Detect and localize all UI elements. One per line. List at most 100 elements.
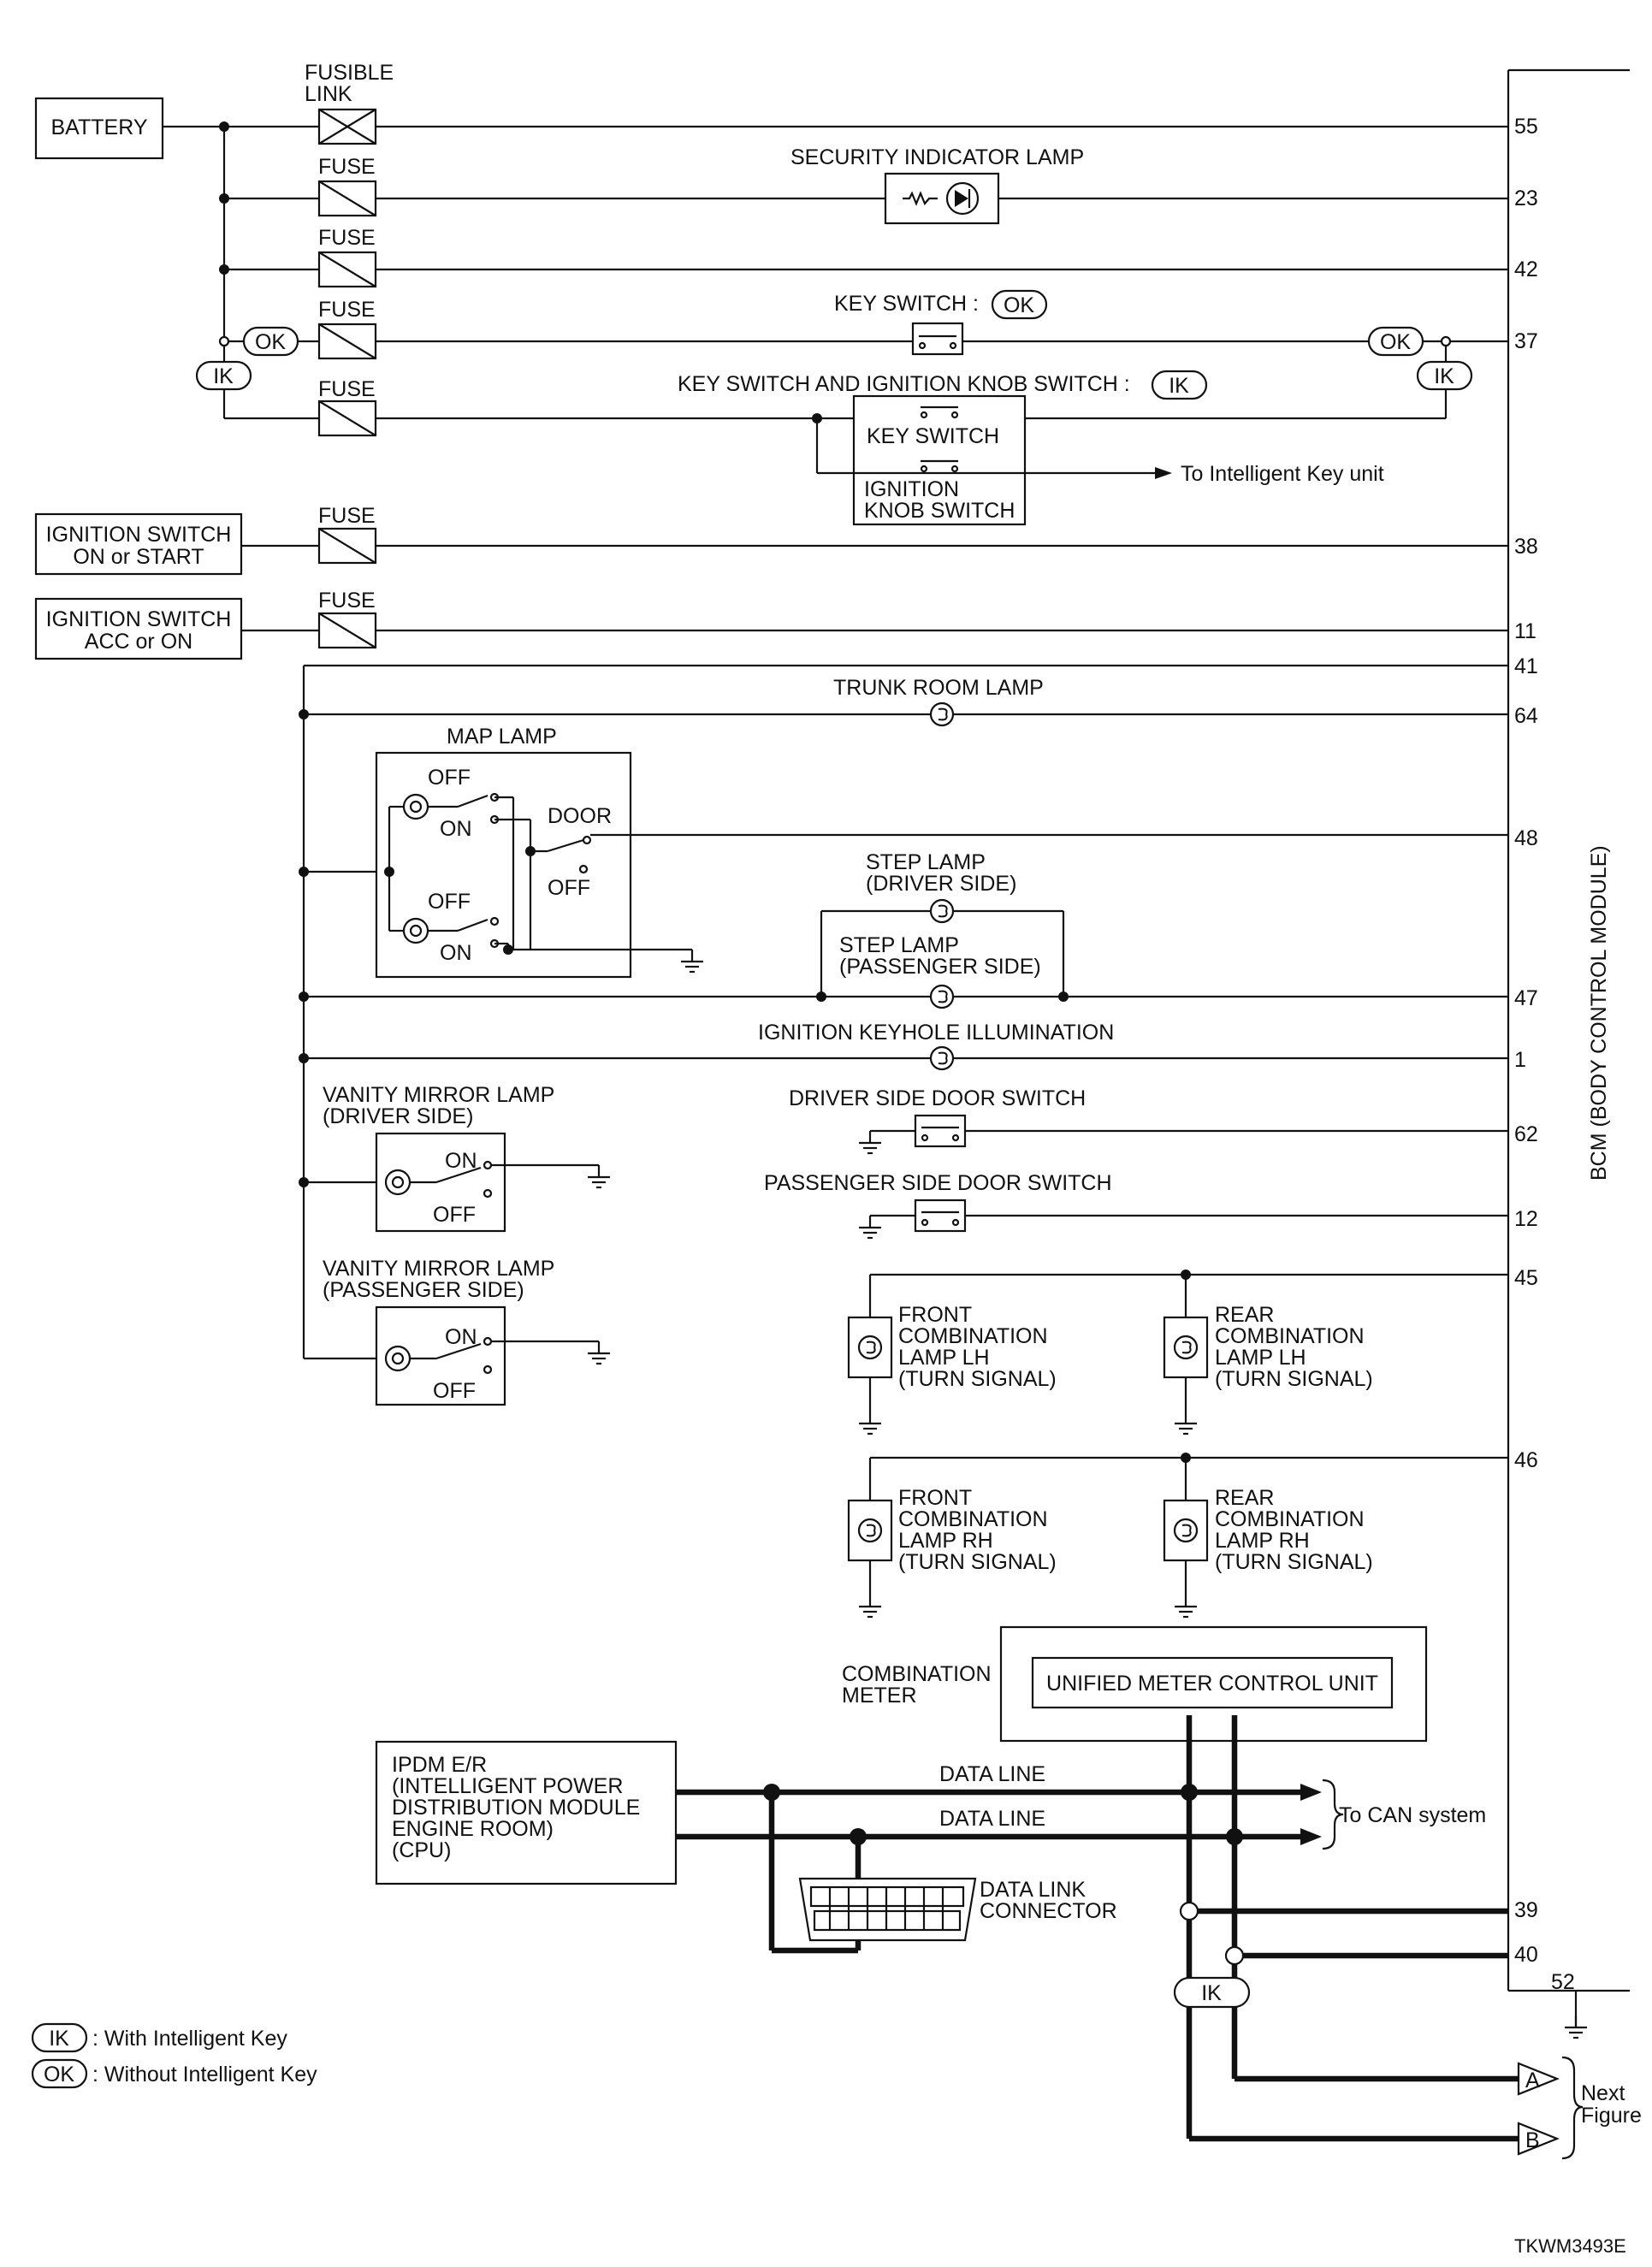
pin-45: 45	[1514, 1266, 1538, 1290]
front-rh-lamp-icon	[857, 1518, 883, 1543]
pin-1: 1	[1514, 1048, 1526, 1072]
dlc-label-1: DATA LINK	[980, 1878, 1086, 1902]
legend-ik-label: : With Intelligent Key	[92, 2027, 287, 2051]
to-ik-unit-label: To Intelligent Key unit	[1181, 462, 1384, 486]
svg-text:IK: IK	[1434, 364, 1454, 388]
next-a-label: A	[1525, 2069, 1540, 2092]
vanity-driver-off-label: OFF	[433, 1203, 476, 1227]
ground-icon	[1173, 1410, 1199, 1435]
fuse-icon	[317, 527, 377, 565]
pin-47: 47	[1514, 986, 1538, 1010]
trunk-lamp-label: TRUNK ROOM LAMP	[833, 676, 1044, 700]
bcm-label: BCM (BODY CONTROL MODULE)	[1587, 845, 1611, 1181]
security-lamp-icon	[884, 172, 1000, 225]
rear-lh-label-1: REAR	[1215, 1303, 1274, 1327]
map-on-label: ON	[440, 817, 472, 841]
front-lh-label-3: LAMP LH	[898, 1346, 990, 1370]
svg-text:IK: IK	[49, 2027, 69, 2051]
keyhole-label: IGNITION KEYHOLE ILLUMINATION	[758, 1021, 1114, 1045]
ground-icon	[1563, 2014, 1589, 2039]
lamp-bus	[299, 664, 1508, 1360]
fuse-icon	[317, 323, 377, 360]
ignition-knob-label-2: KNOB SWITCH	[864, 499, 1015, 523]
ground-icon	[586, 1340, 612, 1365]
ignition-acc-on-label-1: IGNITION SWITCH	[46, 607, 232, 631]
rear-rh-label-2: COMBINATION	[1215, 1507, 1365, 1531]
map-lamp-label: MAP LAMP	[447, 725, 557, 749]
ground-icon	[857, 1593, 883, 1619]
battery-box	[34, 97, 164, 160]
pin-52: 52	[1551, 1970, 1575, 1994]
ok-badge: OK	[242, 326, 299, 357]
key-knob-switch-box	[812, 394, 1172, 526]
vanity-driver-label-2: (DRIVER SIDE)	[323, 1104, 473, 1128]
map-off-label: OFF	[428, 766, 471, 790]
map-lamp-box	[375, 751, 1508, 979]
legend-ik: IK	[31, 2022, 88, 2053]
front-lh-lamp-icon	[857, 1335, 883, 1360]
step-passenger-label-1: STEP LAMP	[839, 933, 959, 957]
ik-badge: IK	[1416, 360, 1473, 391]
next-bracket	[1561, 2056, 1584, 2160]
ground-icon	[679, 948, 705, 974]
fuse-label: FUSE	[318, 298, 376, 322]
map-door-label: DOOR	[548, 804, 612, 828]
vanity-passenger-box	[375, 1305, 599, 1406]
battery-label: BATTERY	[51, 115, 148, 139]
ik-badge: IK	[1151, 370, 1208, 400]
ipdm-label-4: ENGINE ROOM)	[392, 1817, 554, 1841]
front-lh-label-4: (TURN SIGNAL)	[898, 1367, 1057, 1391]
front-lh-label-1: FRONT	[898, 1303, 972, 1327]
fuse-label: FUSE	[318, 504, 376, 528]
front-rh-label-1: FRONT	[898, 1486, 972, 1510]
rear-rh-label-1: REAR	[1215, 1486, 1274, 1510]
data-link-connector-icon	[798, 1877, 977, 1942]
rear-lh-lamp-icon	[1173, 1335, 1199, 1360]
keyhole-lamp-icon	[929, 1045, 955, 1071]
ignition-acc-on-box	[34, 597, 243, 660]
ipdm-label-3: DISTRIBUTION MODULE	[392, 1796, 640, 1820]
ground-icon	[1173, 1593, 1199, 1619]
front-rh-label-4: (TURN SIGNAL)	[898, 1550, 1057, 1574]
step-driver-label-1: STEP LAMP	[866, 850, 986, 874]
passenger-door-switch-label: PASSENGER SIDE DOOR SWITCH	[764, 1171, 1112, 1195]
step-lamp-passenger-icon	[929, 984, 955, 1009]
ipdm-label-2: (INTELLIGENT POWER	[392, 1774, 623, 1798]
ik-badge: IK	[195, 360, 252, 391]
ok-badge: OK	[991, 289, 1048, 320]
key-switch-ok-label: KEY SWITCH :	[834, 292, 979, 316]
fuse-icon	[317, 251, 377, 288]
step-lamp-box	[816, 909, 1069, 1002]
ipdm-box	[375, 1740, 678, 1885]
pin-37: 37	[1514, 329, 1538, 353]
rear-lh-label-2: COMBINATION	[1215, 1324, 1365, 1348]
fusible-link-label-2: LINK	[305, 82, 352, 106]
security-lamp-label: SECURITY INDICATOR LAMP	[790, 145, 1084, 169]
svg-text:OK: OK	[1380, 330, 1411, 354]
map-off-label: OFF	[548, 876, 590, 900]
next-b-label: B	[1525, 2128, 1540, 2152]
key-switch-label: KEY SWITCH	[867, 424, 999, 448]
can-bracket	[1322, 1779, 1344, 1850]
pin-41: 41	[1514, 654, 1538, 678]
fusible-link-icon	[317, 108, 377, 145]
svg-text:OK: OK	[44, 2063, 74, 2086]
dlc-label-2: CONNECTOR	[980, 1899, 1117, 1923]
trunk-lamp-icon	[929, 701, 955, 727]
combination-meter-label-1: COMBINATION	[842, 1662, 992, 1686]
ignition-on-start-label-2: ON or START	[73, 545, 204, 569]
front-rh-label-3: LAMP RH	[898, 1529, 993, 1553]
key-switch-icon	[911, 322, 964, 356]
data-line-label-2: DATA LINE	[939, 1807, 1045, 1831]
fuse-icon	[317, 180, 377, 217]
ground-icon	[857, 1410, 883, 1435]
figure-code: TKWM3493E	[1514, 2235, 1626, 2257]
data-line-label-1: DATA LINE	[939, 1762, 1045, 1786]
pin-46: 46	[1514, 1448, 1538, 1472]
map-on-label: ON	[440, 941, 472, 965]
svg-text:IK: IK	[1201, 1981, 1222, 2005]
ground-icon	[857, 1214, 883, 1240]
fuse-label: FUSE	[318, 589, 376, 613]
rear-rh-label-4: (TURN SIGNAL)	[1215, 1550, 1373, 1574]
step-passenger-label-2: (PASSENGER SIDE)	[839, 955, 1041, 979]
